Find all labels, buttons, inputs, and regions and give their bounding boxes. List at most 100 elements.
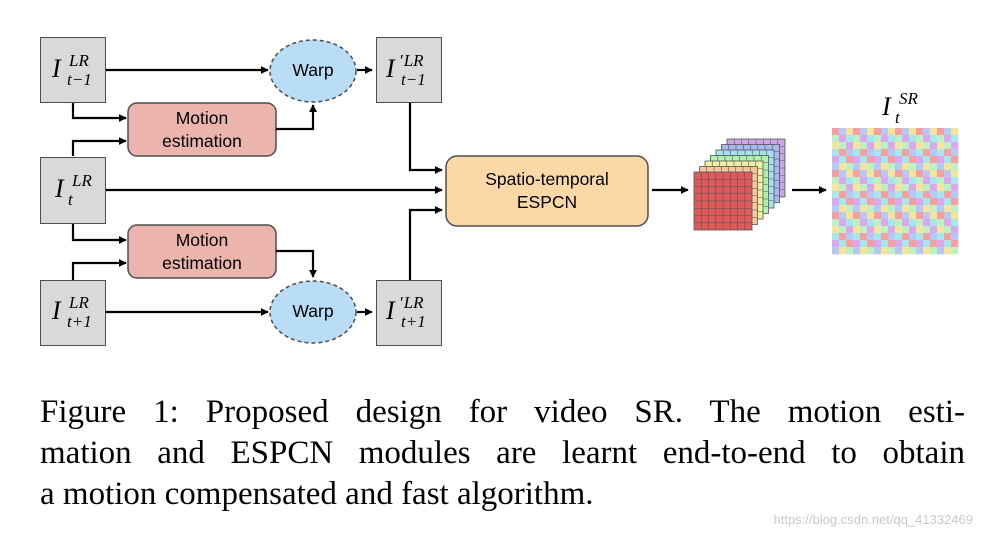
output-pixel xyxy=(853,135,861,143)
output-pixel xyxy=(944,233,952,241)
output-pixel xyxy=(860,163,868,171)
output-pixel xyxy=(951,212,959,220)
output-pixel xyxy=(846,184,854,192)
output-pixel xyxy=(909,149,917,157)
output-pixel xyxy=(916,177,924,185)
output-pixel xyxy=(874,233,882,241)
output-pixel xyxy=(888,128,896,136)
output-pixel xyxy=(874,247,882,255)
output-pixel xyxy=(853,170,861,178)
output-pixel xyxy=(951,240,959,248)
output-pixel xyxy=(916,128,924,136)
output-pixel xyxy=(944,191,952,199)
output-pixel xyxy=(860,135,868,143)
output-pixel xyxy=(832,142,840,150)
output-pixel xyxy=(874,177,882,185)
output-pixel xyxy=(881,226,889,234)
output-pixel xyxy=(853,156,861,164)
output-pixel xyxy=(951,226,959,234)
output-pixel xyxy=(951,219,959,227)
output-pixel xyxy=(888,170,896,178)
output-pixel xyxy=(951,177,959,185)
output-pixel xyxy=(923,205,931,213)
output-pixel xyxy=(937,149,945,157)
arrow-curr-to-motion-top xyxy=(71,137,127,156)
frame-prev-box xyxy=(40,37,106,103)
output-pixel xyxy=(853,226,861,234)
output-pixel xyxy=(916,226,924,234)
output-pixel xyxy=(846,149,854,157)
output-pixel xyxy=(909,184,917,192)
output-pixel xyxy=(853,149,861,157)
output-pixel xyxy=(895,233,903,241)
output-pixel xyxy=(888,205,896,213)
output-pixel xyxy=(923,247,931,255)
output-pixel xyxy=(832,219,840,227)
output-pixel xyxy=(923,170,931,178)
output-pixel xyxy=(867,191,875,199)
output-pixel xyxy=(930,226,938,234)
output-pixel xyxy=(902,128,910,136)
output-pixel xyxy=(846,191,854,199)
output-pixel xyxy=(860,198,868,206)
output-pixel xyxy=(951,233,959,241)
output-pixel xyxy=(839,205,847,213)
output-pixel xyxy=(860,233,868,241)
output-pixel xyxy=(895,135,903,143)
output-pixel xyxy=(846,226,854,234)
output-pixel xyxy=(909,135,917,143)
output-pixel xyxy=(951,163,959,171)
output-pixel xyxy=(874,142,882,150)
output-pixel xyxy=(909,163,917,171)
output-pixel xyxy=(860,226,868,234)
output-pixel xyxy=(888,219,896,227)
output-pixel xyxy=(930,184,938,192)
output-pixel xyxy=(895,212,903,220)
output-pixel xyxy=(867,177,875,185)
output-pixel xyxy=(860,177,868,185)
output-pixel xyxy=(888,240,896,248)
output-pixel xyxy=(860,128,868,136)
output-pixel xyxy=(937,233,945,241)
output-pixel xyxy=(860,149,868,157)
output-pixel xyxy=(895,156,903,164)
warp-top-label: Warp xyxy=(292,60,334,80)
output-pixel xyxy=(916,149,924,157)
caption-line-3: a motion compensated and fast algorithm. xyxy=(40,476,594,512)
output-pixel xyxy=(930,128,938,136)
output-pixel xyxy=(881,128,889,136)
output-pixel xyxy=(853,184,861,192)
output-pixel xyxy=(867,198,875,206)
arrow-warped-next-to-espcn xyxy=(408,206,443,281)
output-pixel xyxy=(839,156,847,164)
output-pixel xyxy=(944,170,952,178)
output-pixel xyxy=(923,142,931,150)
output-pixel xyxy=(944,226,952,234)
output-pixel xyxy=(846,142,854,150)
output-pixel xyxy=(888,177,896,185)
output-pixel xyxy=(916,240,924,248)
output-pixel xyxy=(930,191,938,199)
output-pixel xyxy=(937,240,945,248)
output-pixel xyxy=(895,191,903,199)
output-pixel xyxy=(839,163,847,171)
output-pixel xyxy=(832,170,840,178)
output-pixel xyxy=(881,170,889,178)
output-pixel xyxy=(832,128,840,136)
output-pixel xyxy=(853,247,861,255)
output-pixel xyxy=(951,135,959,143)
output-pixel xyxy=(867,156,875,164)
output-pixel xyxy=(839,135,847,143)
output-pixel xyxy=(930,233,938,241)
output-pixel xyxy=(937,247,945,255)
output-pixel xyxy=(951,198,959,206)
feature-map-layer xyxy=(693,171,753,231)
output-pixel xyxy=(916,163,924,171)
output-pixel xyxy=(881,240,889,248)
output-pixel xyxy=(909,219,917,227)
caption-line-2: mation and ESPCN modules are learnt end-… xyxy=(40,435,965,471)
output-pixel xyxy=(846,219,854,227)
